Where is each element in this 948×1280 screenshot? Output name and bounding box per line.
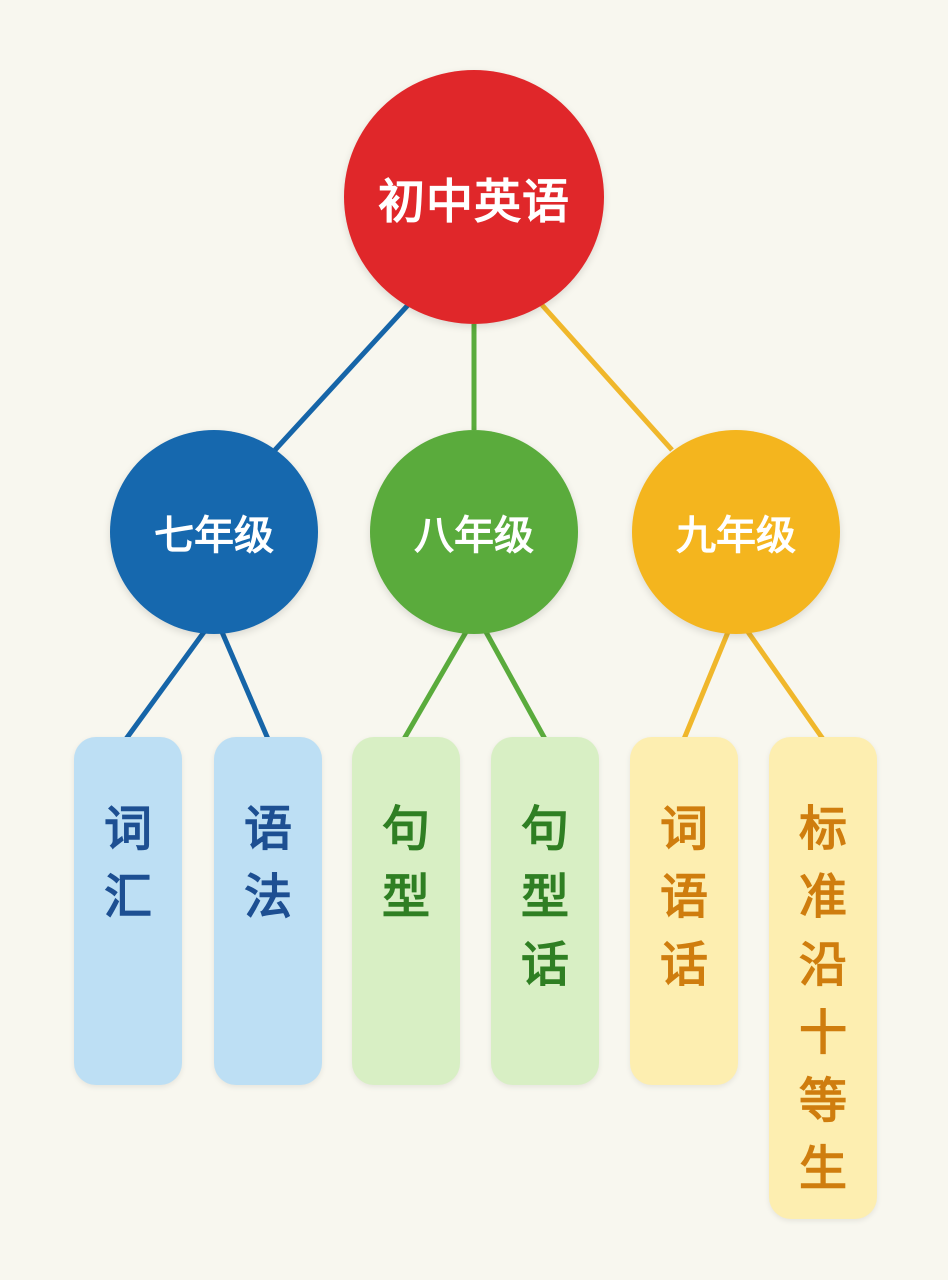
leaf-char: 词 bbox=[103, 801, 152, 857]
leaf-char: 等 bbox=[798, 1073, 847, 1129]
link-grade8-sentence-speech bbox=[483, 630, 548, 741]
link-root-grade7 bbox=[273, 303, 410, 452]
leaf-char: 准 bbox=[798, 869, 847, 925]
leaf-char: 十 bbox=[798, 1005, 847, 1061]
grade8-node: 八年级 bbox=[370, 430, 578, 634]
link-root-grade9 bbox=[540, 303, 674, 452]
grade7-node: 七年级 bbox=[110, 430, 318, 634]
leaf-char: 汇 bbox=[103, 869, 152, 925]
grade9-label: 九年级 bbox=[676, 513, 796, 559]
leaf-char: 语 bbox=[243, 801, 292, 857]
link-grade9-standard bbox=[745, 630, 826, 741]
grade9-node: 九年级 bbox=[632, 430, 840, 634]
leaf-char: 句 bbox=[381, 801, 430, 857]
leaf-char: 型 bbox=[520, 869, 569, 925]
leaf-sentence-speech: 句 型 话 bbox=[491, 737, 599, 1085]
leaf-words-speech: 词 语 话 bbox=[630, 737, 738, 1085]
leaf-char: 沿 bbox=[798, 937, 847, 993]
leaf-sentence-patterns: 句 型 bbox=[352, 737, 460, 1085]
leaf-char: 话 bbox=[520, 937, 569, 993]
leaf-char: 型 bbox=[381, 869, 430, 925]
leaf-char: 生 bbox=[798, 1141, 847, 1197]
leaf-char: 法 bbox=[243, 869, 292, 925]
link-grade7-vocab bbox=[123, 630, 207, 741]
leaf-standard: 标 准 沿 十 等 生 bbox=[769, 737, 877, 1219]
root-label: 初中英语 bbox=[378, 174, 570, 230]
grade8-label: 八年级 bbox=[414, 513, 534, 559]
leaf-char: 语 bbox=[659, 869, 708, 925]
root-node: 初中英语 bbox=[344, 70, 604, 324]
leaf-vocabulary: 词 汇 bbox=[74, 737, 182, 1085]
link-grade7-grammar bbox=[219, 631, 271, 740]
link-grade9-words bbox=[681, 631, 731, 740]
leaf-char: 句 bbox=[520, 801, 569, 857]
grade7-label: 七年级 bbox=[154, 513, 274, 559]
leaf-char: 词 bbox=[659, 801, 708, 857]
leaf-grammar: 语 法 bbox=[214, 737, 322, 1085]
leaf-char: 标 bbox=[798, 801, 847, 857]
link-grade8-sentence bbox=[401, 630, 469, 741]
leaf-char: 话 bbox=[659, 937, 708, 993]
